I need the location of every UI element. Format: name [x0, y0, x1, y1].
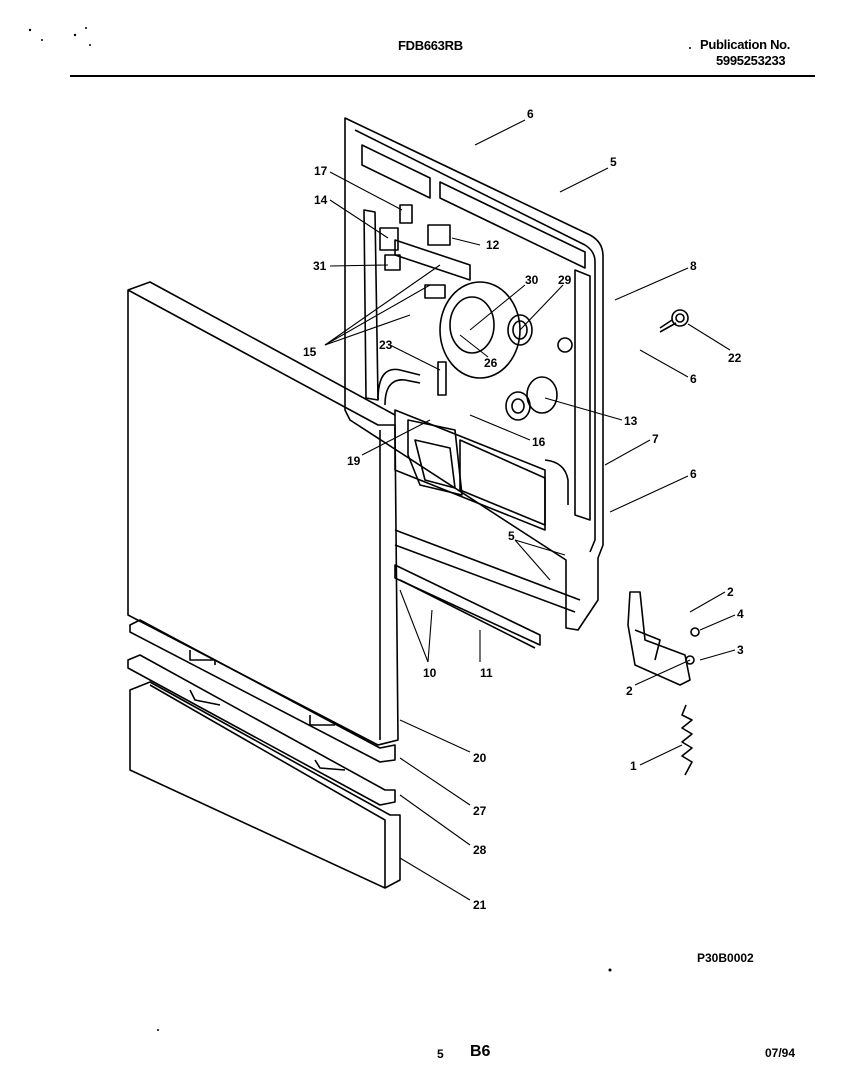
part-label-5b: 5 [508, 529, 515, 543]
part-label-10: 10 [423, 666, 437, 680]
part-label-22: 22 [728, 351, 742, 365]
part-label-4: 4 [737, 607, 744, 621]
part-label-12: 12 [486, 238, 500, 252]
part-label-11: 11 [480, 666, 493, 680]
part-label-5a: 5 [610, 155, 617, 169]
part-label-30: 30 [525, 273, 539, 287]
trim-strip-27 [129, 619, 396, 763]
hinge-bracket [627, 591, 691, 686]
model-number: FDB663RB [398, 38, 463, 53]
part-label-8: 8 [690, 259, 697, 273]
part-label-6c: 6 [690, 467, 697, 481]
part-label-3: 3 [737, 643, 744, 657]
outer-door-panel [127, 289, 399, 746]
toe-kick-panel [129, 681, 401, 889]
part-label-26: 26 [484, 356, 498, 370]
inner-door-panel [344, 117, 604, 631]
drawing-code: P30B0002 [697, 951, 754, 965]
part-label-29: 29 [558, 273, 572, 287]
part-label-28: 28 [473, 843, 487, 857]
part-label-1: 1 [630, 759, 637, 773]
part-label-2a: 2 [727, 585, 734, 599]
part-label-27: 27 [473, 804, 487, 818]
publication-label: Publication No. [700, 37, 791, 52]
part-label-23: 23 [379, 338, 393, 352]
part-label-13: 13 [624, 414, 638, 428]
page-number: 5 [437, 1047, 444, 1061]
part-label-20: 20 [473, 751, 487, 765]
part-label-21: 21 [473, 898, 487, 912]
issue-date: 07/94 [765, 1046, 796, 1060]
publication-number: 5995253233 [716, 53, 786, 68]
part-label-16: 16 [532, 435, 546, 449]
part-label-17: 17 [314, 164, 328, 178]
part-label-6b: 6 [690, 372, 697, 386]
part-label-14: 14 [314, 193, 328, 207]
door-spring [681, 704, 693, 776]
header-rule [70, 75, 815, 77]
trim-strip-28 [127, 654, 396, 806]
part-label-7: 7 [652, 432, 659, 446]
section-code: B6 [470, 1043, 491, 1060]
part-label-15: 15 [303, 345, 317, 359]
part-label-6a: 6 [527, 107, 534, 121]
part-label-2b: 2 [626, 684, 633, 698]
part-label-31: 31 [313, 259, 327, 273]
part-label-19: 19 [347, 454, 361, 468]
